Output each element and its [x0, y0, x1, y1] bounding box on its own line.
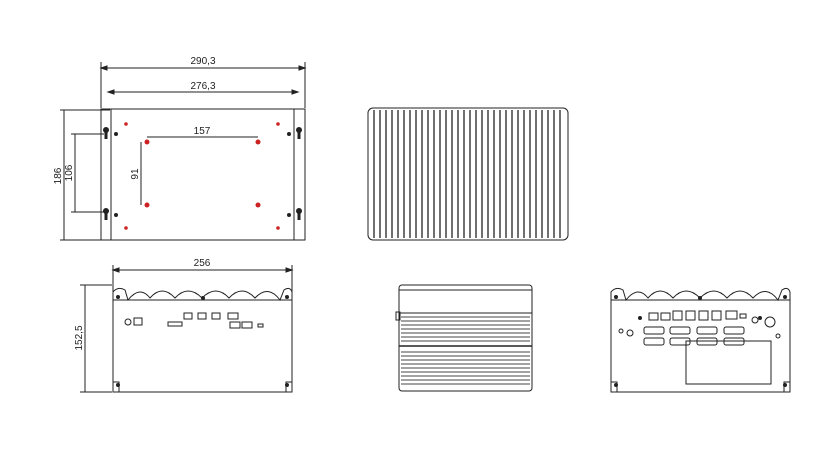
top-view: 290,3 276,3 186 106 — [53, 56, 307, 241]
mounting-holes — [124, 122, 280, 230]
front-screws — [116, 295, 289, 387]
front-ports — [124, 312, 264, 329]
rear-screws — [614, 295, 787, 387]
heatsink-fins — [373, 110, 561, 238]
dim-hole-span-label: 276,3 — [190, 81, 215, 92]
side-fins — [401, 316, 530, 385]
dim-hole-height-label: 106 — [64, 164, 75, 181]
heatsink-top-view — [367, 107, 569, 241]
dim-mount-y-label: 91 — [130, 168, 141, 180]
power-button-icon — [764, 316, 776, 328]
keyhole-slots — [103, 127, 302, 220]
rear-chassis — [610, 287, 791, 393]
dim-overall-width-label: 290,3 — [190, 56, 215, 67]
side-view — [395, 284, 533, 392]
dim-mount-x-label: 157 — [194, 126, 211, 137]
dim-overall-height-label: 186 — [53, 167, 64, 184]
bottom-plate — [110, 108, 295, 241]
front-view: 256 152,5 — [74, 258, 294, 393]
rear-view — [610, 287, 791, 393]
dim-front-width-label: 256 — [194, 258, 211, 269]
expansion-cover-plate — [685, 340, 772, 385]
rear-ports — [618, 310, 781, 385]
front-chassis — [112, 287, 293, 393]
dim-front-height-label: 152,5 — [74, 325, 85, 350]
